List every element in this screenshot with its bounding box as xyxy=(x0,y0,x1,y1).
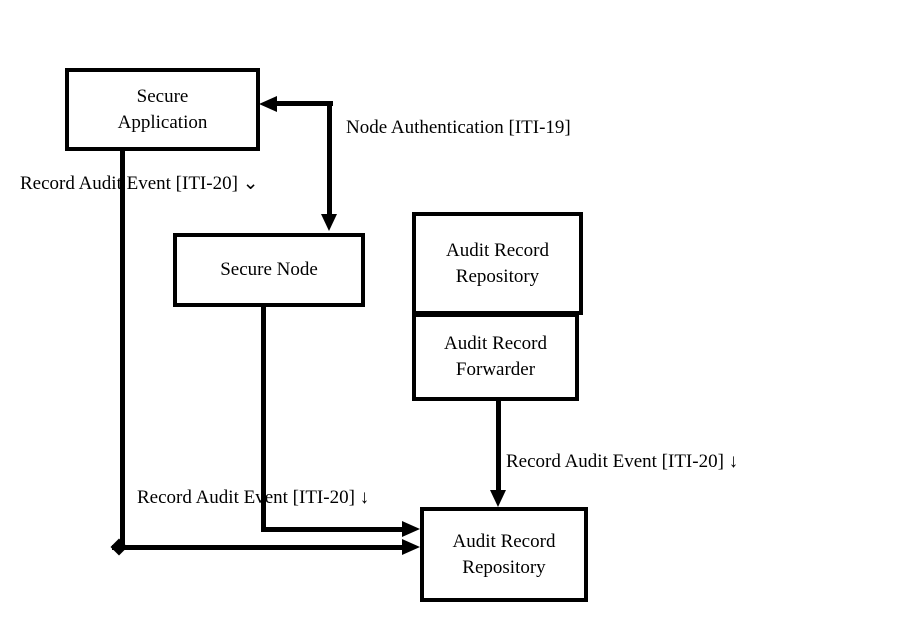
audit-record-forwarder-label-line2: Forwarder xyxy=(455,359,536,380)
audit-record-forwarder-label-line1: Audit Record xyxy=(444,333,547,354)
secure-application-box: Secure Application xyxy=(65,68,260,151)
audit-record-repository-top-box: Audit Record Repository xyxy=(412,212,583,315)
secure-node-label: Secure Node xyxy=(220,259,318,280)
node-audit-right-arrowhead xyxy=(402,521,420,537)
audit-record-forwarder-box: Audit Record Forwarder xyxy=(412,313,579,401)
app-audit-right-arrowhead xyxy=(402,539,420,555)
record-audit-event-node-label: Record Audit Event [ITI-20] ↓ xyxy=(137,487,370,508)
record-audit-event-forwarder-label: Record Audit Event [ITI-20] ↓ xyxy=(506,451,739,472)
app-audit-vertical-line xyxy=(120,151,125,547)
audit-record-repository-bottom-box: Audit Record Repository xyxy=(420,507,588,602)
secure-node-box: Secure Node xyxy=(173,233,365,307)
forwarder-audit-vertical-line xyxy=(496,401,501,490)
app-audit-horizontal-line xyxy=(112,545,404,550)
forwarder-audit-down-arrowhead xyxy=(490,490,506,507)
record-audit-event-app-label: Record Audit Event [ITI-20] ⌄ xyxy=(20,173,259,194)
secure-application-label-line1: Secure xyxy=(136,85,189,107)
node-authentication-label: Node Authentication [ITI-19] xyxy=(346,117,571,138)
node-audit-vertical-line xyxy=(261,307,266,529)
node-audit-horizontal-line xyxy=(261,527,403,532)
node-auth-horizontal-line xyxy=(277,101,333,106)
node-auth-vertical-line xyxy=(327,101,332,215)
audit-record-repository-top-label-line2: Repository xyxy=(455,265,540,287)
secure-application-label-line2: Application xyxy=(117,111,208,133)
audit-record-repository-bottom-label-line1: Audit Record xyxy=(452,530,556,552)
node-auth-down-arrowhead xyxy=(321,214,337,231)
audit-record-repository-top-label-line1: Audit Record xyxy=(446,239,549,261)
audit-record-repository-bottom-label-line2: Repository xyxy=(462,556,546,578)
node-auth-left-arrowhead xyxy=(259,96,277,112)
